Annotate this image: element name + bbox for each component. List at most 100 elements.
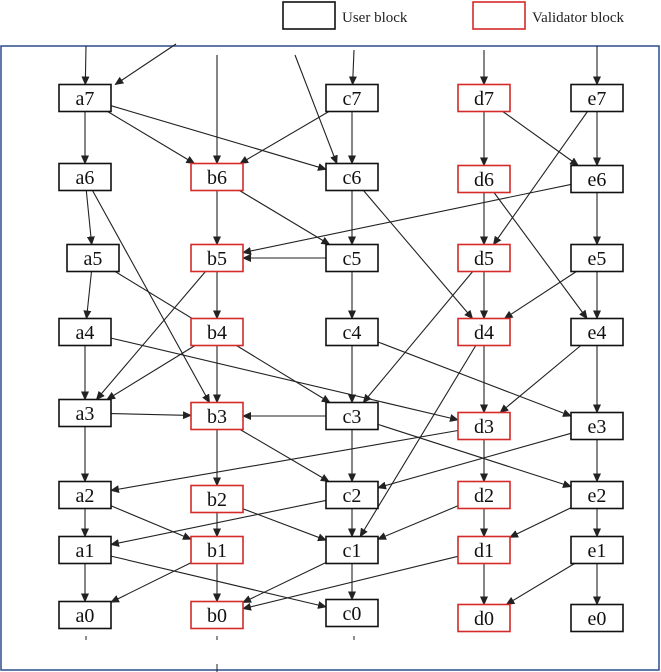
block-label: b4 [207, 322, 227, 344]
block-label: a0 [76, 605, 95, 627]
block-label: d2 [474, 485, 494, 507]
block-d7: d7 [457, 83, 511, 113]
incoming-edge-c6-3 [294, 54, 338, 165]
block-a0: a0 [58, 600, 112, 630]
edge-e4-d3 [499, 345, 582, 414]
block-b3: b3 [190, 401, 244, 431]
block-c1: c1 [325, 535, 379, 565]
block-label: d5 [474, 248, 494, 270]
edge-e6-b5 [242, 183, 572, 255]
edge-a4-d3 [110, 337, 459, 422]
block-label: a6 [76, 167, 95, 189]
block-label: a7 [76, 88, 95, 110]
block-a1: a1 [58, 535, 112, 565]
validator-block-box [457, 535, 511, 565]
block-label: d1 [474, 540, 494, 562]
incoming-edge-a7-1 [114, 43, 177, 86]
block-label: b1 [207, 540, 227, 562]
edge-c7-b6 [239, 111, 330, 165]
validator-block-box [190, 243, 244, 273]
block-d4: d4 [457, 317, 511, 347]
edge-d2-c1 [377, 505, 459, 540]
block-label: b6 [207, 167, 227, 189]
block-c3: c3 [325, 401, 379, 431]
block-label: e5 [588, 248, 607, 270]
block-e3: e3 [570, 411, 624, 441]
block-a5: a5 [66, 243, 120, 273]
block-d0: d0 [457, 603, 511, 633]
block-label: c2 [343, 485, 362, 507]
validator-block-box [457, 480, 511, 510]
edge-c6-d4 [363, 190, 474, 320]
edge-a7-b6 [107, 111, 196, 165]
legend-validator-label: Validator block [532, 10, 625, 26]
edge-a5-a4 [83, 271, 93, 320]
edge-a6-b3 [92, 190, 210, 404]
block-d3: d3 [457, 411, 511, 441]
block-e0: e0 [570, 603, 624, 633]
block-d5: d5 [457, 243, 511, 273]
edge-e7-d5 [492, 111, 588, 246]
edge-a2-b1 [110, 505, 192, 540]
edge-b5-a3 [95, 271, 206, 401]
edge-b3-c2 [239, 429, 330, 483]
block-b4: b4 [190, 317, 244, 347]
block-b0: b0 [190, 600, 244, 630]
block-b1: b1 [190, 535, 244, 565]
block-c2: c2 [325, 480, 379, 510]
user-block-box [58, 535, 112, 565]
edge-a7-c6 [110, 105, 327, 171]
user-block-box [58, 600, 112, 630]
edge-b2-c1 [242, 508, 327, 542]
edge-c4-e3 [377, 341, 572, 417]
user-block-box [325, 401, 379, 431]
block-b2: b2 [190, 484, 244, 514]
block-label: d3 [474, 416, 494, 438]
edge-d4-c1 [359, 345, 477, 538]
user-block-box [570, 603, 624, 633]
user-block-box [325, 162, 379, 192]
block-label: e2 [588, 485, 607, 507]
edge-a6-a5 [85, 190, 95, 246]
block-label: e4 [588, 322, 607, 344]
block-a3: a3 [58, 398, 112, 428]
edge-c3-e2 [377, 423, 572, 488]
block-label: b0 [207, 605, 227, 627]
block-label: a3 [76, 403, 95, 425]
diagram-frame [0, 45, 660, 671]
block-a7: a7 [58, 83, 112, 113]
user-block-box [570, 83, 624, 113]
edge-c2-a1 [110, 499, 327, 547]
validator-block-box [190, 600, 244, 630]
edges [81, 43, 601, 611]
block-d1: d1 [457, 535, 511, 565]
block-label: d4 [474, 322, 494, 344]
edge-b1-a0 [110, 562, 192, 603]
validator-block-box [190, 317, 244, 347]
incoming-edge-a7-0 [81, 45, 90, 86]
edge-e3-c2 [377, 432, 572, 490]
block-label: b2 [207, 489, 227, 511]
user-block-box [58, 398, 112, 428]
edge-d5-c3 [362, 271, 474, 404]
block-label: c5 [343, 248, 362, 270]
legend-user-swatch [282, 1, 336, 30]
block-c6: c6 [325, 162, 379, 192]
edge-e2-d1 [509, 507, 572, 538]
user-block-box [570, 535, 624, 565]
incoming-edge-c7-4 [348, 49, 357, 86]
legend-user-label: User block [342, 10, 408, 26]
block-e7: e7 [570, 83, 624, 113]
block-label: d6 [474, 169, 494, 191]
block-a6: a6 [58, 162, 112, 192]
block-c0: c0 [325, 598, 379, 628]
block-label: c1 [343, 540, 362, 562]
block-label: a2 [76, 485, 95, 507]
user-block-box [58, 162, 112, 192]
validator-block-box [190, 484, 244, 514]
validator-block-box [457, 164, 511, 194]
block-e6: e6 [570, 164, 624, 194]
edge-b6-c5 [239, 190, 331, 246]
block-label: a5 [84, 248, 103, 270]
edge-e1-d0 [505, 563, 575, 606]
